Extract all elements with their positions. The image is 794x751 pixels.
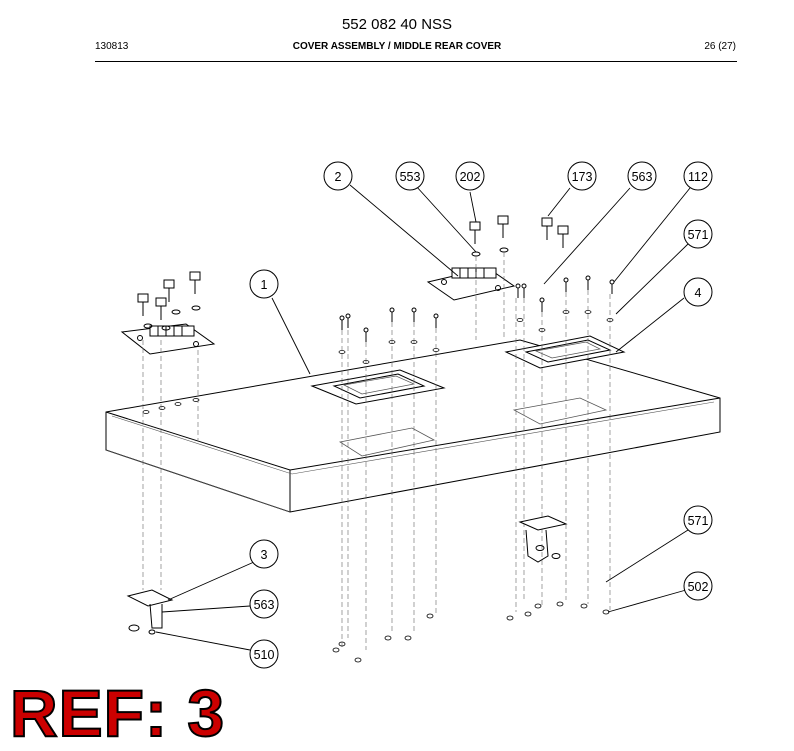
callout-label-112: 112 xyxy=(688,170,708,184)
bolts-left-hinge xyxy=(137,271,201,331)
callout-circle-112 xyxy=(683,161,713,191)
header-rule xyxy=(95,61,737,62)
callout-circle-173 xyxy=(567,161,597,191)
callout-circle-4 xyxy=(683,277,713,307)
callout-label-202: 202 xyxy=(460,170,481,184)
callout-circle-202 xyxy=(455,161,485,191)
callout-circle-563a xyxy=(627,161,657,191)
handle-plate-left xyxy=(310,369,446,405)
bolts-173 xyxy=(541,217,569,248)
callout-circle-1 xyxy=(249,269,279,299)
nuts-below xyxy=(332,601,610,663)
callout-label-173: 173 xyxy=(572,170,593,184)
callout-circle-2 xyxy=(323,161,353,191)
panel-washers xyxy=(142,310,614,414)
callout-label-510: 510 xyxy=(254,648,275,662)
panel-cutout-right xyxy=(512,397,608,425)
callout-circle-510 xyxy=(249,639,279,669)
hinge-left xyxy=(120,323,216,355)
date-code: 130813 xyxy=(95,41,129,52)
section-title: COVER ASSEMBLY / MIDDLE REAR COVER xyxy=(292,41,502,52)
callout-label-502: 502 xyxy=(688,580,709,594)
callout-label-571a: 571 xyxy=(688,228,709,242)
callout-label-4: 4 xyxy=(695,286,702,300)
callout-circle-502 xyxy=(683,571,713,601)
reference-label: REF: 3 xyxy=(9,676,226,750)
leader-lines xyxy=(155,184,691,651)
page-number: 26 (27) xyxy=(704,41,736,52)
part-number: 552 082 40 NSS xyxy=(341,16,453,33)
bracket-left xyxy=(126,589,174,635)
assembly-lines xyxy=(142,252,611,650)
callout-label-1: 1 xyxy=(261,278,268,292)
callout-label-3: 3 xyxy=(261,548,268,562)
callout-circle-571b xyxy=(683,505,713,535)
hinge-centre xyxy=(426,267,516,301)
cover-panel xyxy=(105,339,721,513)
callout-circle-571a xyxy=(683,219,713,249)
callout-circle-553 xyxy=(395,161,425,191)
panel-screws xyxy=(339,275,615,342)
callout-label-553: 553 xyxy=(400,170,421,184)
bracket-right xyxy=(518,515,568,563)
callout-label-563a: 563 xyxy=(632,170,653,184)
callout-label-571b: 571 xyxy=(688,514,709,528)
callout-circle-3 xyxy=(249,539,279,569)
callout-label-2: 2 xyxy=(335,170,342,184)
callout-label-563b: 563 xyxy=(254,598,275,612)
callout-circle-563b xyxy=(249,589,279,619)
panel-cutout-left xyxy=(338,427,436,457)
